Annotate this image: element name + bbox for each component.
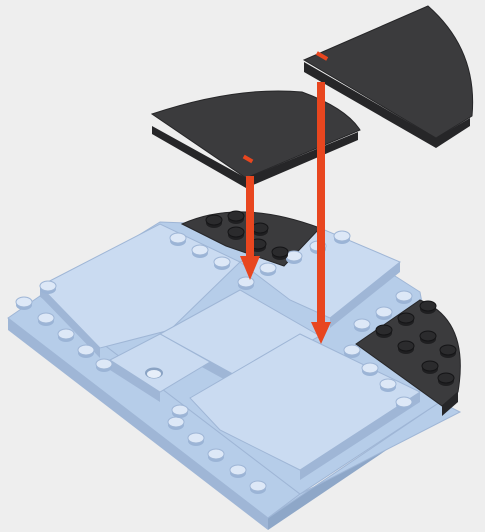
light-stud: [214, 257, 230, 270]
dark-stud: [398, 313, 414, 326]
light-stud: [208, 449, 224, 462]
light-stud: [334, 231, 350, 244]
floating-piece-left-top: [152, 91, 360, 178]
dark-stud: [206, 215, 222, 228]
light-stud: [238, 277, 254, 290]
dark-stud: [376, 325, 392, 338]
light-stud: [170, 233, 186, 246]
light-stud: [286, 251, 302, 264]
light-stud: [260, 263, 276, 276]
dark-stud: [420, 301, 436, 314]
light-stud: [38, 313, 54, 326]
light-stud: [230, 465, 246, 478]
tile-hole-inner: [147, 370, 161, 378]
dark-stud: [228, 227, 244, 240]
light-stud: [58, 329, 74, 342]
light-stud: [188, 433, 204, 446]
light-stud: [172, 405, 188, 418]
light-stud: [344, 345, 360, 358]
light-stud: [192, 245, 208, 258]
base-assembly: [8, 222, 460, 530]
light-stud: [78, 345, 94, 358]
dark-stud: [422, 361, 438, 374]
light-stud: [362, 363, 378, 376]
dark-stud: [272, 247, 288, 260]
dark-stud: [398, 341, 414, 354]
dark-stud: [438, 373, 454, 386]
light-stud: [376, 307, 392, 320]
floating-piece-left: [152, 91, 360, 188]
dark-stud: [420, 331, 436, 344]
dark-stud: [252, 223, 268, 236]
light-stud: [354, 319, 370, 332]
light-stud: [396, 291, 412, 304]
light-stud: [250, 481, 266, 494]
dark-stud: [440, 345, 456, 358]
light-stud: [396, 397, 412, 410]
light-stud: [16, 297, 32, 310]
light-stud: [40, 281, 56, 294]
light-stud: [96, 359, 112, 372]
light-stud: [380, 379, 396, 392]
light-stud: [168, 417, 184, 430]
dark-stud: [228, 211, 244, 224]
